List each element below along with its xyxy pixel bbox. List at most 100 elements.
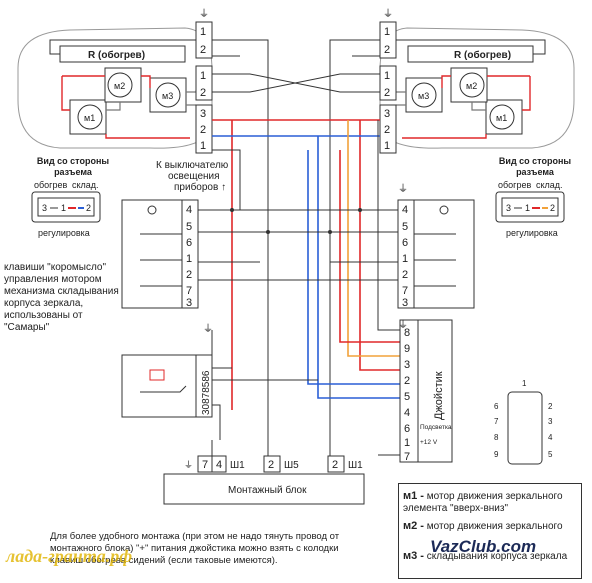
right-connector-view: 3 1 2	[495, 191, 565, 223]
right-motor-m3: м3	[405, 77, 443, 113]
ground-icon: ⏚	[398, 183, 408, 195]
svg-text:1: 1	[384, 26, 390, 38]
svg-text:2: 2	[402, 269, 408, 281]
backlight-label: Подсветка	[420, 424, 452, 431]
svg-text:м3: м3	[418, 91, 429, 101]
left-adjust-label: регулировка	[38, 228, 90, 238]
left-connector-view-title: Вид со стороны разъема	[36, 156, 110, 177]
right-heating-label: обогрев	[498, 180, 532, 190]
left-motor-m1: м1	[69, 99, 107, 135]
svg-text:2: 2	[550, 203, 555, 213]
ground-icon: ⏚	[383, 8, 393, 20]
right-connector-c: 321	[379, 104, 397, 154]
wire-red-2	[339, 150, 400, 343]
svg-text:3: 3	[384, 108, 390, 120]
svg-text:2: 2	[200, 124, 206, 136]
svg-text:7: 7	[186, 285, 192, 297]
wire-black	[182, 120, 400, 331]
left-heater-label: R (обогрев)	[88, 49, 145, 61]
svg-text:6: 6	[494, 402, 499, 411]
svg-text:1: 1	[61, 203, 66, 213]
legend-row: м3 - складывания корпуса зеркала	[403, 550, 568, 562]
ground-icon: ⏚	[398, 319, 408, 331]
svg-text:1: 1	[200, 70, 206, 82]
rocker-note: клавиши "коромысло" управления мотором м…	[4, 262, 119, 333]
svg-text:1: 1	[200, 26, 206, 38]
wire-red	[212, 119, 400, 410]
svg-text:2: 2	[200, 87, 206, 99]
joystick-label: Джойстик	[433, 371, 445, 420]
svg-text:5: 5	[404, 391, 410, 403]
right-connector-b: 12	[379, 65, 397, 101]
svg-text:1: 1	[384, 70, 390, 82]
wire-blue	[212, 135, 400, 399]
right-motor-m2: м2	[450, 67, 488, 103]
ground-icon: ⏚	[203, 323, 213, 335]
svg-text:1: 1	[522, 379, 527, 388]
left-motor-wiring-red	[61, 75, 190, 139]
svg-text:9: 9	[494, 450, 499, 459]
svg-text:4: 4	[186, 204, 192, 216]
vazclub-logo: VazClub.com	[430, 537, 537, 556]
right-heater-label: R (обогрев)	[454, 49, 511, 61]
to-switch-line1: К выключателю	[156, 160, 229, 171]
svg-text:3: 3	[548, 417, 553, 426]
mount-connector-right: 2 Ш1	[327, 455, 363, 473]
svg-text:1: 1	[186, 253, 192, 265]
svg-text:2: 2	[548, 402, 553, 411]
to-switch-line3: приборов ↑	[174, 181, 226, 193]
wire-orange	[347, 120, 400, 357]
wire-blue-2	[307, 150, 400, 385]
left-motor-m3: м3	[149, 77, 187, 113]
crossing-wires	[212, 73, 380, 93]
svg-text:4: 4	[548, 433, 553, 442]
svg-text:3: 3	[402, 297, 408, 309]
site-watermark: лада-гранта.рф	[6, 546, 133, 566]
svg-text:4: 4	[216, 459, 222, 471]
svg-text:30878586: 30878586	[201, 370, 212, 415]
legend-row: м1 - мотор движения зеркального элемента…	[403, 490, 563, 514]
svg-text:2: 2	[404, 375, 410, 387]
heater-wires	[49, 39, 546, 440]
svg-text:⏚: ⏚	[184, 460, 193, 470]
right-connector-a: 12	[379, 21, 397, 59]
svg-text:3: 3	[506, 203, 511, 213]
mount-block	[163, 473, 365, 505]
svg-text:3: 3	[404, 359, 410, 371]
svg-text:3: 3	[186, 297, 192, 309]
svg-text:7: 7	[202, 459, 208, 471]
svg-text:7: 7	[404, 451, 410, 463]
svg-text:4: 4	[402, 204, 408, 216]
svg-text:2: 2	[384, 87, 390, 99]
svg-text:м1: м1	[496, 113, 507, 123]
svg-text:3: 3	[200, 108, 206, 120]
svg-text:м2: м2	[466, 81, 477, 91]
right-folding-label: склад.	[536, 180, 563, 190]
svg-text:8: 8	[494, 433, 499, 442]
joystick-connector: 893 254 617 Джойстик Подсветка +12 V	[399, 319, 453, 463]
relay-wires	[211, 330, 318, 440]
svg-text:6: 6	[186, 237, 192, 249]
svg-text:7: 7	[494, 417, 499, 426]
svg-text:7: 7	[402, 285, 408, 297]
svg-text:1: 1	[402, 253, 408, 265]
ground-icon: ⏚	[199, 8, 209, 20]
legend-row: м2 - мотор движения зеркального	[403, 520, 563, 532]
left-connector-b: 12	[195, 65, 213, 101]
svg-text:2: 2	[268, 459, 274, 471]
plus12-label: +12 V	[420, 439, 438, 446]
left-rocker-switch: 456 127 3	[121, 199, 199, 309]
right-motor-m1: м1	[485, 99, 523, 135]
svg-text:Ш5: Ш5	[284, 460, 299, 471]
svg-text:1: 1	[384, 140, 390, 152]
svg-text:м2: м2	[114, 81, 125, 91]
legend: м1 - мотор движения зеркального элемента…	[398, 483, 582, 579]
svg-text:м1: м1	[84, 113, 95, 123]
svg-text:9: 9	[404, 343, 410, 355]
right-connector-view-title: Вид со стороны разъема	[498, 156, 572, 177]
relay: 30878586	[121, 354, 213, 418]
mount-connector-mid: 2 Ш5	[263, 455, 299, 473]
right-rocker-switch: 456 127 3	[397, 199, 475, 309]
